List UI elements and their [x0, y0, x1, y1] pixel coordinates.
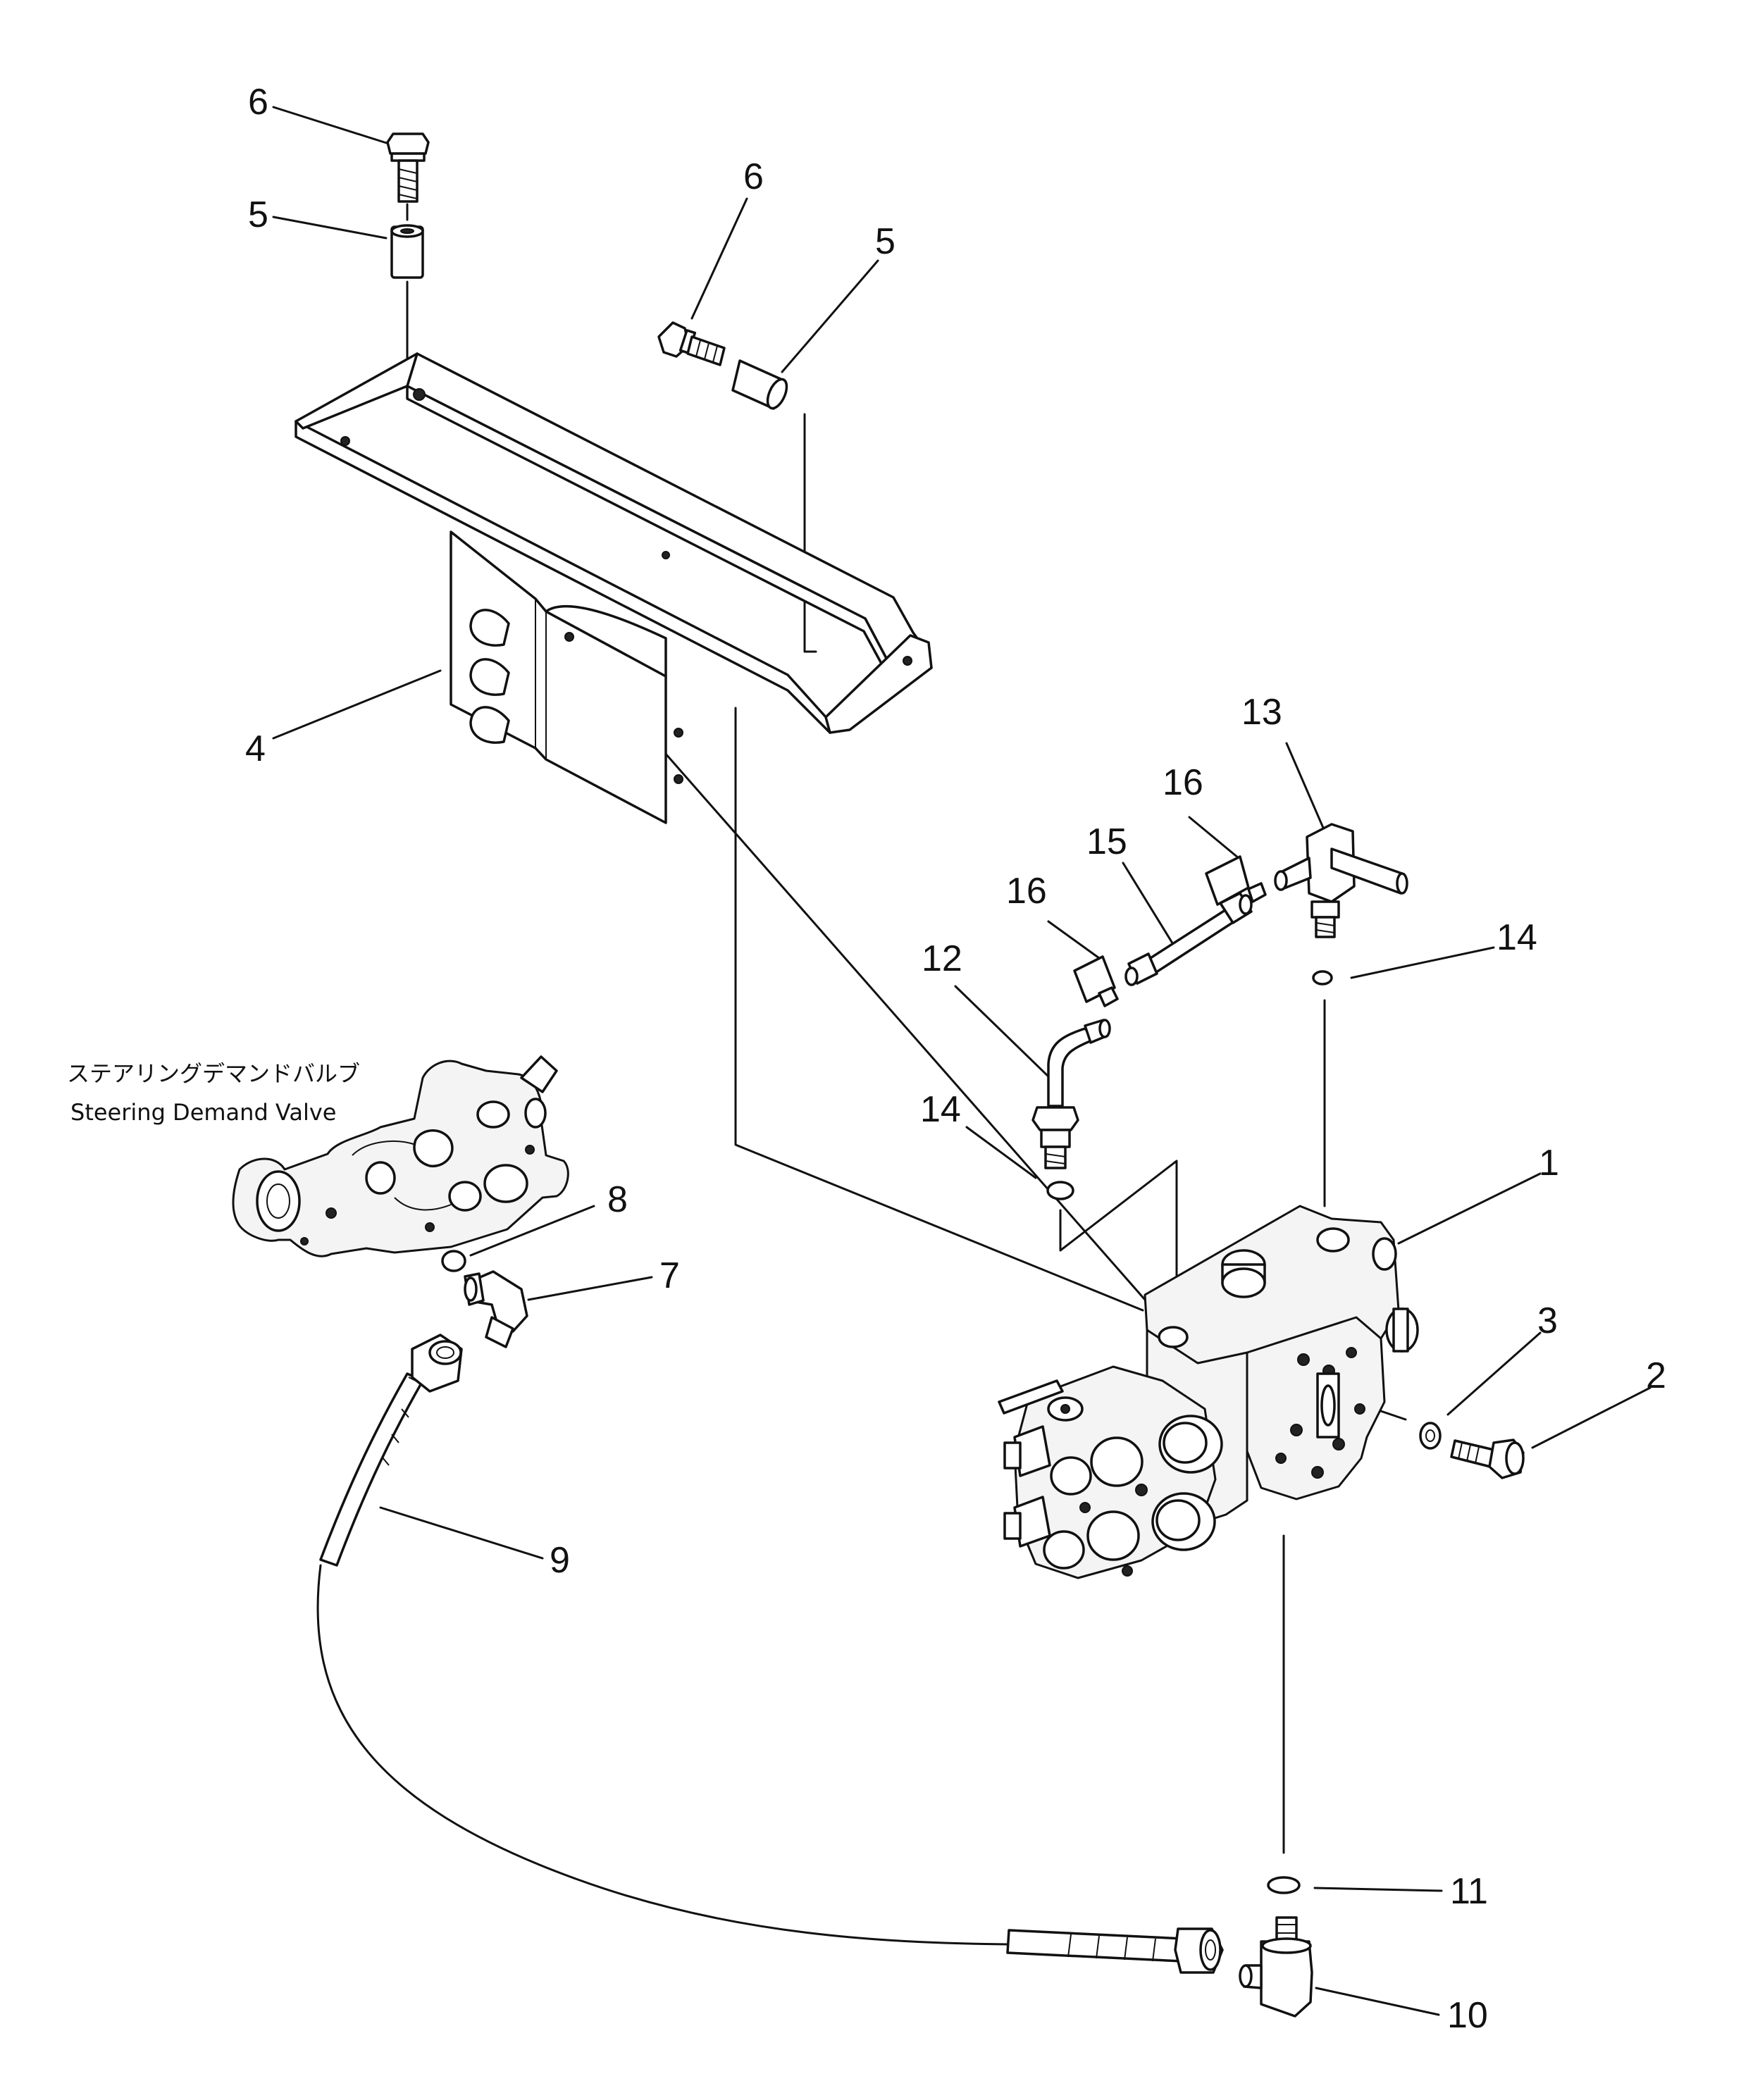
callout-5-top: 5 [248, 194, 268, 235]
bracket-4-icon [295, 352, 933, 824]
callout-3: 3 [1537, 1300, 1558, 1341]
elbow-7-icon [464, 1270, 528, 1348]
reference-note: ステアリングデマンドバルブ Steering Demand Valve [67, 1060, 360, 1126]
tee-fitting-13-icon [1274, 823, 1408, 938]
spacer-5-top-icon [390, 224, 424, 279]
callout-14-upper: 14 [1496, 917, 1537, 958]
hose-9-icon [319, 1334, 1224, 1974]
callout-6-center: 6 [743, 156, 764, 197]
leader-lines [272, 106, 1651, 2016]
bolt-2-icon [1450, 1439, 1525, 1479]
note-label-ja: ステアリングデマンドバルブ [67, 1060, 360, 1087]
clamp-16-lower-icon [1073, 955, 1119, 1007]
callout-5-center: 5 [875, 221, 896, 262]
spacer-5-center-icon [731, 359, 788, 410]
callout-12: 12 [922, 938, 962, 979]
bolt-6-top-icon [386, 132, 430, 203]
note-label-en: Steering Demand Valve [70, 1099, 336, 1126]
bolt-6-center-icon [657, 321, 726, 366]
callout-7: 7 [659, 1255, 680, 1296]
o-ring-8-icon [441, 1250, 466, 1272]
control-valve-1-icon [998, 1205, 1419, 1579]
callout-labels: 6 5 6 5 4 13 16 15 16 12 14 14 1 8 7 3 2… [245, 82, 1666, 2036]
callout-14-lower: 14 [920, 1089, 961, 1130]
o-ring-11-icon [1267, 1876, 1301, 1894]
callout-10: 10 [1447, 1995, 1488, 2036]
callout-16-lower: 16 [1006, 871, 1047, 912]
callout-16-upper: 16 [1163, 762, 1203, 803]
bent-tube-12-icon [1031, 1019, 1111, 1169]
callout-13: 13 [1241, 692, 1282, 733]
callout-11: 11 [1450, 1871, 1488, 1912]
clamp-16-upper-icon [1205, 855, 1267, 906]
callout-15: 15 [1086, 821, 1127, 862]
steering-demand-valve-icon [232, 1055, 569, 1257]
elbow-10-icon [1239, 1916, 1313, 2018]
o-ring-14-lower-icon [1046, 1181, 1074, 1200]
tube-15-icon [1124, 892, 1253, 986]
callout-6-top: 6 [248, 82, 268, 123]
washer-3-icon [1419, 1422, 1442, 1450]
callout-9: 9 [550, 1540, 570, 1581]
callout-2: 2 [1646, 1355, 1666, 1396]
callout-1: 1 [1539, 1143, 1559, 1183]
callout-8: 8 [607, 1179, 628, 1220]
callout-4: 4 [245, 728, 266, 769]
o-ring-14-upper-icon [1312, 970, 1333, 986]
